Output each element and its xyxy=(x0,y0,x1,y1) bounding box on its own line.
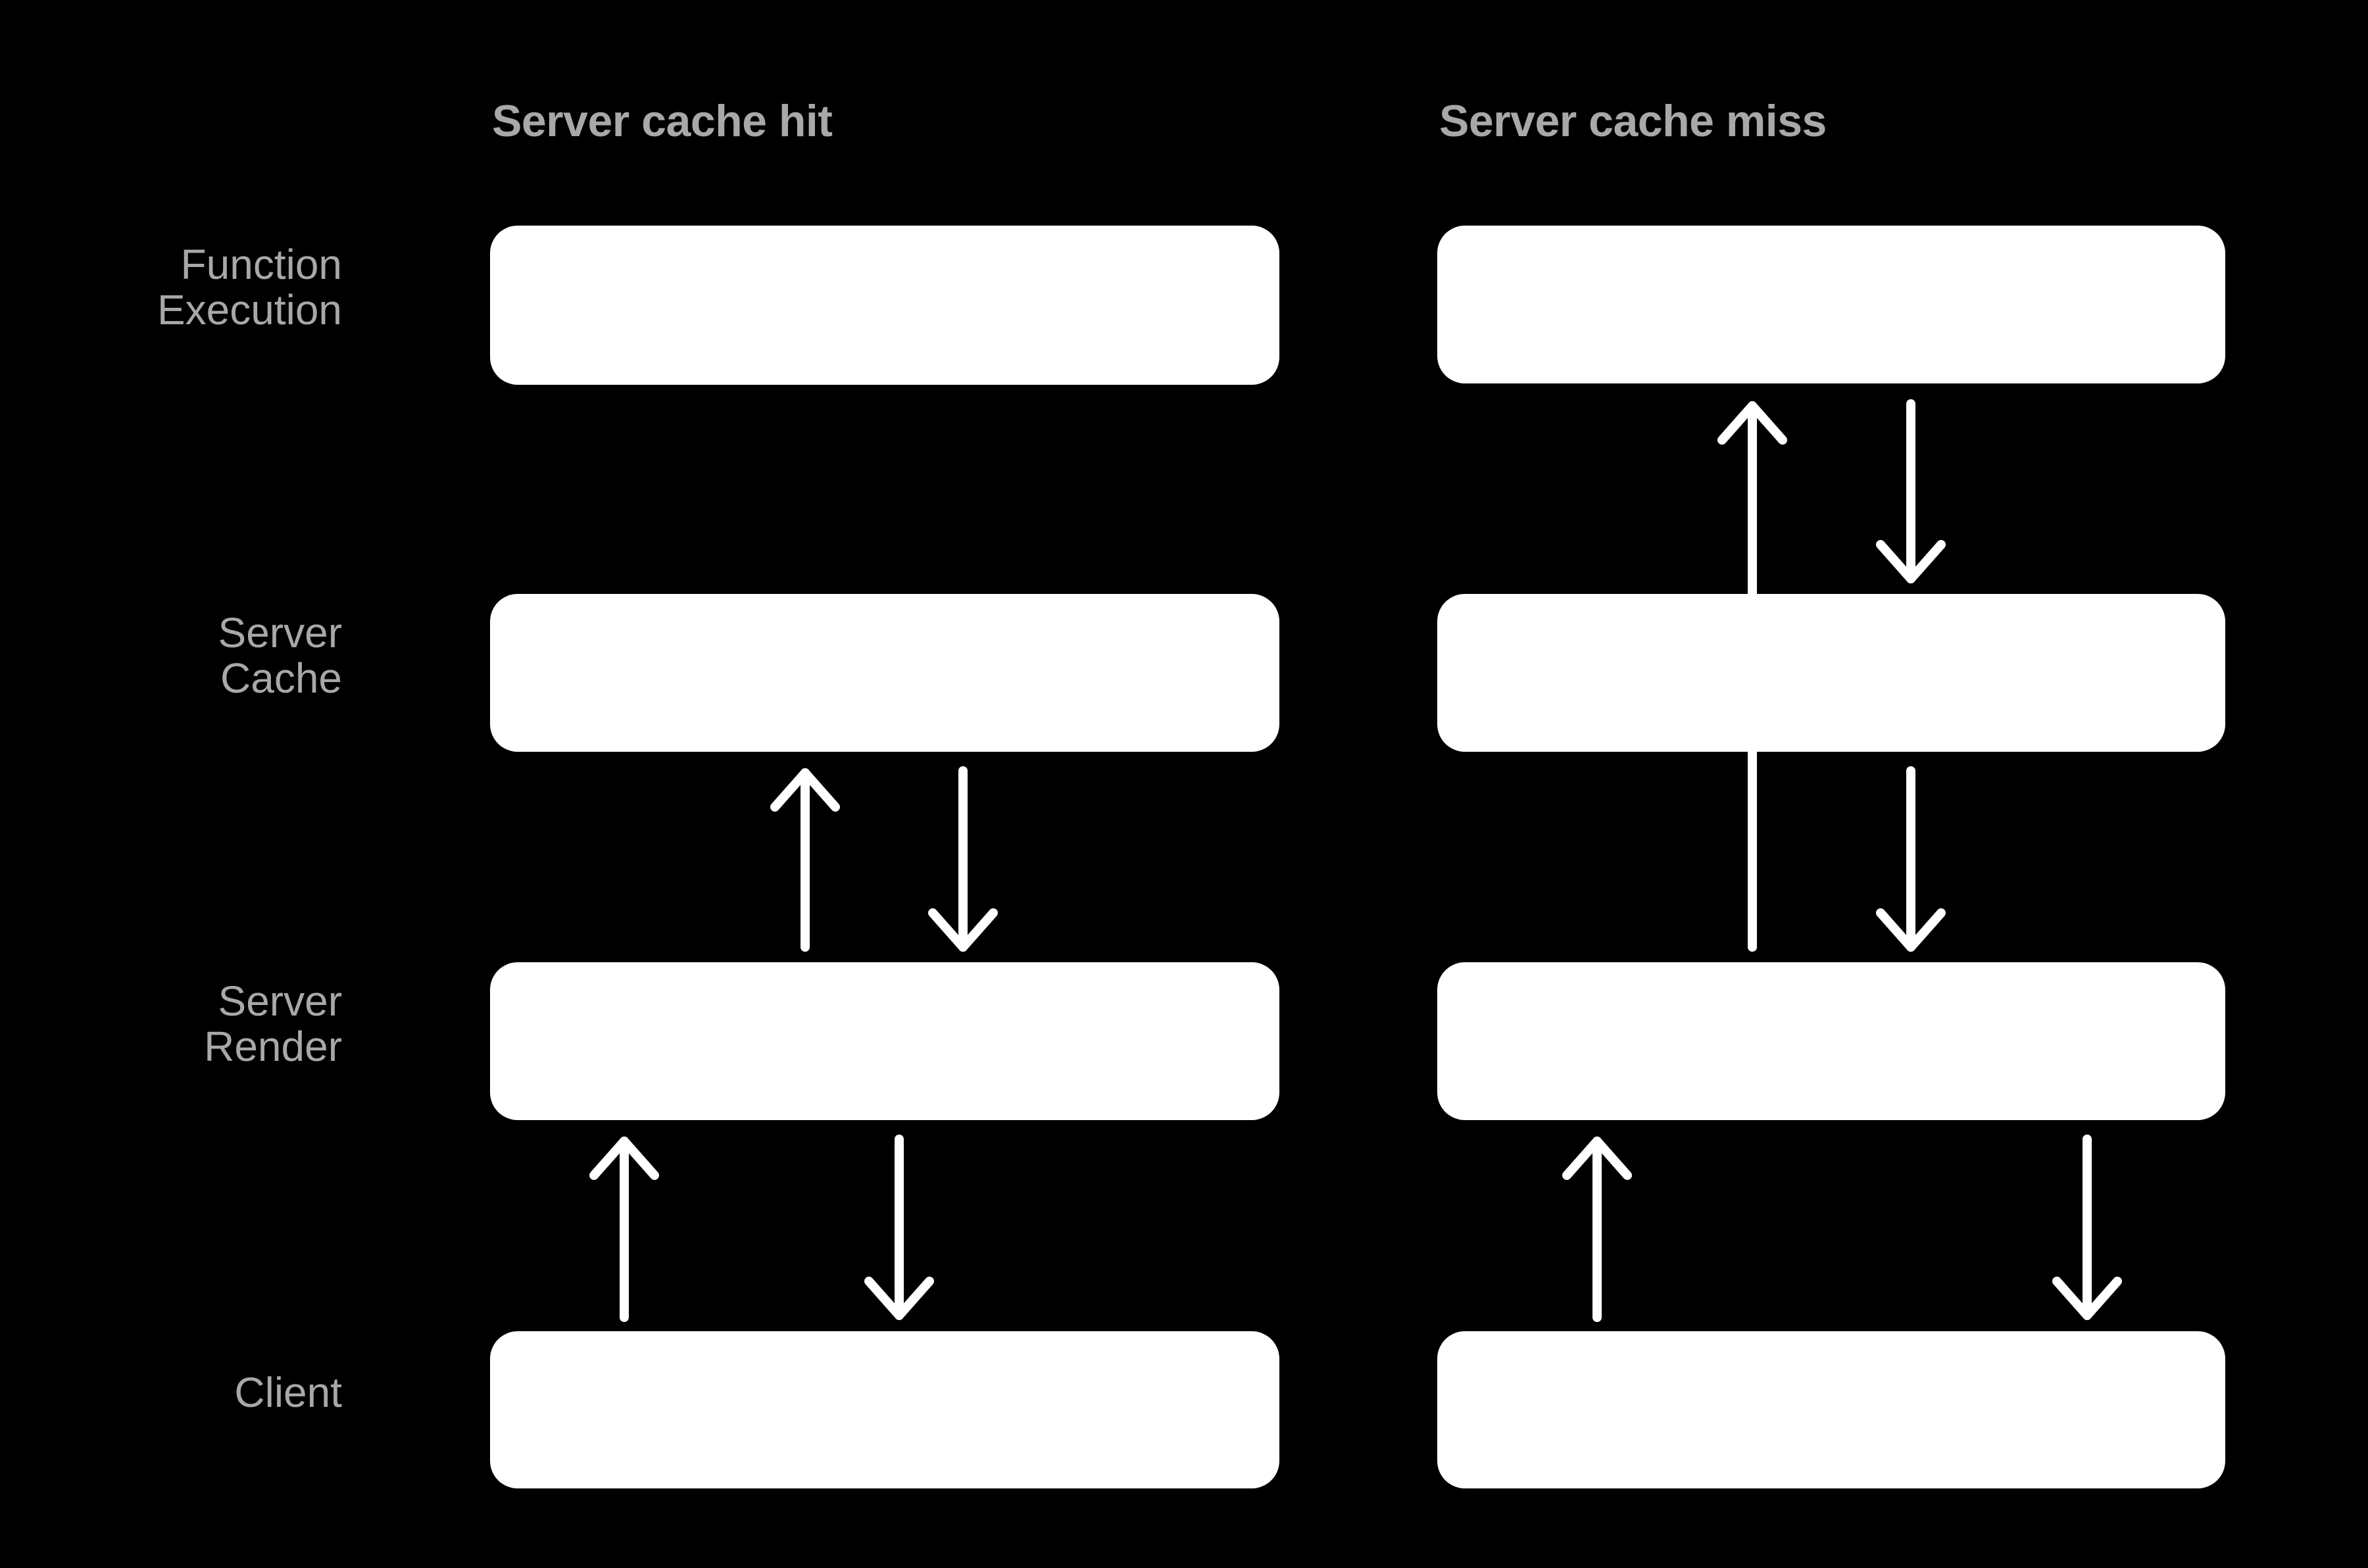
arrow-head-up xyxy=(589,1137,659,1180)
row-label-function-execution: Function Execution xyxy=(157,241,342,334)
column-header-server-cache-hit: Server cache hit xyxy=(492,96,833,146)
row-label-client: Client xyxy=(234,1369,342,1416)
arrow-head-down xyxy=(1876,908,1946,952)
box-miss-client xyxy=(1437,1331,2225,1488)
arrow-hit-cache-to-render xyxy=(928,766,998,952)
row-label-server-render: Server Render xyxy=(204,977,342,1071)
arrow-hit-client-to-render xyxy=(589,1137,659,1322)
arrow-head-down xyxy=(2052,1277,2122,1320)
arrow-head-up xyxy=(1717,401,1787,445)
arrow-head-down xyxy=(928,908,998,952)
box-hit-client xyxy=(490,1331,1279,1488)
arrow-head-up xyxy=(770,768,840,812)
arrow-miss-render-to-client xyxy=(2052,1135,2122,1320)
column-header-server-cache-miss: Server cache miss xyxy=(1439,96,1827,146)
box-miss-server-cache xyxy=(1437,594,2225,752)
box-miss-function-execution xyxy=(1437,226,2225,383)
box-miss-server-render xyxy=(1437,962,2225,1120)
row-label-server-cache: Server Cache xyxy=(218,609,343,702)
arrow-miss-function-to-cache xyxy=(1876,399,1946,583)
arrow-hit-render-to-client xyxy=(864,1135,934,1320)
arrow-head-down xyxy=(864,1277,934,1320)
box-hit-function-execution xyxy=(490,226,1279,385)
arrow-miss-client-to-render xyxy=(1562,1137,1632,1322)
box-hit-server-render xyxy=(490,962,1279,1120)
arrow-miss-cache-to-render xyxy=(1876,766,1946,952)
box-hit-server-cache xyxy=(490,594,1279,752)
arrow-head-down xyxy=(1876,540,1946,583)
arrow-hit-render-to-cache xyxy=(770,768,840,952)
arrow-head-up xyxy=(1562,1137,1632,1180)
